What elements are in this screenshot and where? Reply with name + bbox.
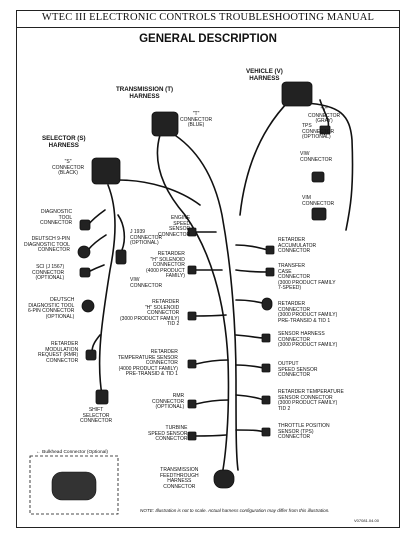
vehicle-harness-label: VEHICLE (V) HARNESS [246, 68, 283, 82]
selector-branch [117, 179, 201, 206]
ret-temp3000-label: RETARDER TEMPERATURE SENSOR CONNECTOR (3… [278, 389, 344, 412]
t-connector-shape [151, 111, 179, 137]
ret-h4000-label: RETARDER "H" SOLENOID CONNECTOR (4000 PR… [146, 251, 185, 280]
rmr-label: RMR CONNECTOR (OPTIONAL) [152, 393, 185, 411]
branch-output [235, 364, 265, 369]
figure-number: V07081.04.00 [354, 518, 379, 523]
branch-accum [235, 244, 269, 251]
branch-reth3000 [195, 314, 227, 317]
vehicle-trunk [239, 99, 291, 216]
page-frame [16, 10, 400, 528]
deutsch6-label: DEUTSCH DIAGNOSTIC TOOL 6-PIN CONNECTOR … [28, 297, 75, 320]
retarder-mod-label: RETARDER MODULATION REQUEST (RMR) CONNEC… [38, 341, 79, 364]
illustration-note: NOTE: Illustration is not to scale. Actu… [140, 508, 330, 513]
j1939-label: J 1939 CONNECTOR (OPTIONAL) [130, 229, 163, 247]
shift-selector-label: SHIFT SELECTOR CONNECTOR [80, 407, 113, 425]
deutsch6-shape [81, 299, 95, 313]
transmission-harness-label: TRANSMISSION (T) HARNESS [116, 86, 174, 100]
tps-connector-shape [319, 125, 331, 135]
shift-selector-shape [95, 389, 109, 405]
deutsch9-label: DEUTSCH 9-PIN DIAGNOSTIC TOOL CONNECTOR [24, 236, 70, 254]
branch-rettemp [235, 394, 265, 401]
output-speed-label: OUTPUT SPEED SENSOR CONNECTOR [278, 361, 318, 379]
selector-harness-label: SELECTOR (S) HARNESS [42, 135, 86, 149]
v-connector-shape [281, 81, 313, 107]
feedthrough-shape [213, 469, 235, 489]
ret-temp4000-shape [187, 359, 197, 369]
vehicle-loop [304, 102, 354, 231]
accum-shape [265, 245, 275, 255]
ret-h3000-label: RETARDER "H" SOLENOID CONNECTOR (3000 PR… [120, 299, 180, 328]
bulkhead-label: ← Bulkhead Connector (Optional) [36, 450, 108, 455]
branch-ret3000 [235, 299, 267, 305]
deutsch9-shape [77, 245, 91, 259]
vim-vehicle-label: VIM CONNECTOR [302, 195, 335, 207]
ret-temp4000-label: RETARDER TEMPERATURE SENSOR CONNECTOR (4… [118, 349, 178, 378]
branch-throttle [235, 429, 265, 433]
branch-turbine [195, 434, 227, 437]
s-connector-shape [91, 157, 121, 185]
diag-connector-shape [79, 219, 91, 231]
rmr-sel-shape [85, 349, 97, 361]
ret-h3000-shape [187, 311, 197, 321]
selector-rmr [91, 334, 101, 353]
viw-vehicle-label: VIW CONNECTOR [300, 151, 333, 163]
branch-sensor [235, 334, 265, 339]
selector-diag [87, 209, 106, 226]
branch-transfer [235, 269, 269, 273]
throttle-label: THROTTLE POSITION SENSOR (TPS) CONNECTOR [278, 423, 330, 441]
selector-deutsch [87, 234, 107, 251]
s-connector-label: "S" CONNECTOR (BLACK) [52, 159, 85, 177]
ret3000-shape [261, 297, 273, 311]
bulkhead-connector-shape [51, 471, 97, 501]
engine-speed-label: ENGINE SPEED SENSOR CONNECTOR [158, 215, 191, 238]
turbine-shape [187, 431, 197, 441]
transfer-shape [265, 267, 275, 277]
viw-selector-label: VIW CONNECTOR [130, 277, 163, 289]
sensor-harness-label: SENSOR HARNESS CONNECTOR (3000 PRODUCT F… [278, 331, 338, 349]
v-connector-label: "V" CONNECTOR (GRAY) [308, 107, 341, 125]
header-rule [16, 27, 400, 28]
turbine-label: TURBINE SPEED SENSOR CONNECTOR [148, 425, 188, 443]
j1939-shape [115, 249, 127, 265]
rmr-shape [187, 399, 197, 409]
selector-j1939 [117, 214, 126, 251]
ret-h4000-shape [187, 265, 197, 275]
branch-rettemp4000 [195, 359, 229, 365]
selector-trunk [98, 184, 116, 396]
t-connector-label: "T" CONNECTOR (BLUE) [180, 111, 213, 129]
manual-title: WTEC III ELECTRONIC CONTROLS TROUBLESHOO… [41, 12, 375, 23]
sci-label: SCI (J 1567) CONNECTOR (OPTIONAL) [32, 264, 65, 282]
viw-connector-shape [311, 207, 327, 221]
tps-label: TPS CONNECTOR (OPTIONAL) [302, 123, 335, 141]
sci-shape [79, 267, 91, 278]
branch-rmr [195, 399, 229, 405]
vim-connector-shape [311, 171, 325, 183]
ret-accum-label: RETARDER ACCUMULATOR CONNECTOR [278, 237, 317, 255]
section-title: GENERAL DESCRIPTION [139, 33, 277, 45]
bulkhead-box [29, 455, 119, 515]
feedthrough-label: TRANSMISSION FEEDTHROUGH HARNESS CONNECT… [160, 467, 199, 490]
ret3000-label: RETARDER CONNECTOR (3000 PRODUCT FAMILY)… [278, 301, 338, 324]
rettemp3000-shape [261, 395, 271, 405]
output-shape [261, 363, 271, 373]
transfer-case-label: TRANSFER CASE CONNECTOR (3000 PRODUCT FA… [278, 263, 336, 292]
engine-speed-shape [187, 227, 197, 237]
throttle-shape [261, 427, 271, 437]
sensor-shape [261, 333, 271, 343]
trans-trunk-right [169, 131, 239, 471]
diagnostic-tool-label: DIAGNOSTIC TOOL CONNECTOR [40, 209, 73, 227]
